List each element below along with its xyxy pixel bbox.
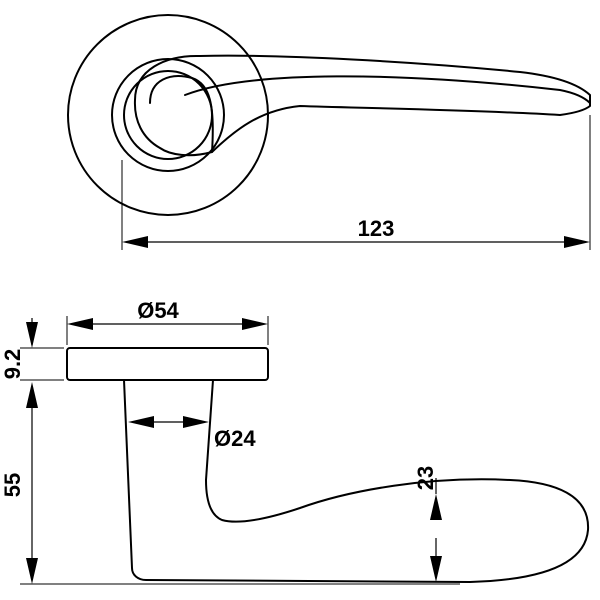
- lever-side-outline: [123, 379, 590, 583]
- arrow-rose-height-down-icon: [26, 322, 38, 348]
- arrow-projection-up-icon: [26, 382, 38, 408]
- top-view: [67, 14, 591, 216]
- projection-label: 55: [0, 473, 25, 497]
- arrow-thickness-up-icon: [430, 494, 442, 520]
- arrow-projection-down-icon: [26, 558, 38, 584]
- lever-top-inner-curve: [149, 75, 214, 153]
- lever-top-ridge: [184, 75, 591, 104]
- arrow-neck-right-icon: [183, 416, 209, 428]
- lever-thickness-dimension: 23: [413, 466, 442, 582]
- arrow-right-icon: [564, 236, 590, 248]
- lever-top-outline: [133, 54, 591, 157]
- rose-outer-circle: [67, 14, 269, 216]
- rose-height-dimension: 9.2: [0, 318, 64, 381]
- side-view: [66, 347, 590, 583]
- arrow-rose-right-icon: [242, 318, 268, 330]
- arrow-left-icon: [122, 236, 148, 248]
- rose-diameter-label: Ø54: [137, 298, 179, 323]
- arrow-neck-left-icon: [128, 416, 154, 428]
- rose-plate: [66, 347, 269, 381]
- lever-thickness-label: 23: [413, 466, 438, 490]
- rose-height-label: 9.2: [0, 349, 25, 380]
- arrow-thickness-down-icon: [430, 556, 442, 582]
- neck-diameter-label: Ø24: [214, 426, 256, 451]
- rose-diameter-dimension: Ø54: [66, 298, 269, 345]
- length-dimension: 123: [121, 115, 591, 250]
- projection-dimension: 55: [0, 382, 460, 585]
- neck-outer-ring: [111, 58, 225, 172]
- length-label: 123: [358, 216, 395, 241]
- neck-diameter-dimension: Ø24: [128, 416, 256, 451]
- arrow-rose-left-icon: [67, 318, 93, 330]
